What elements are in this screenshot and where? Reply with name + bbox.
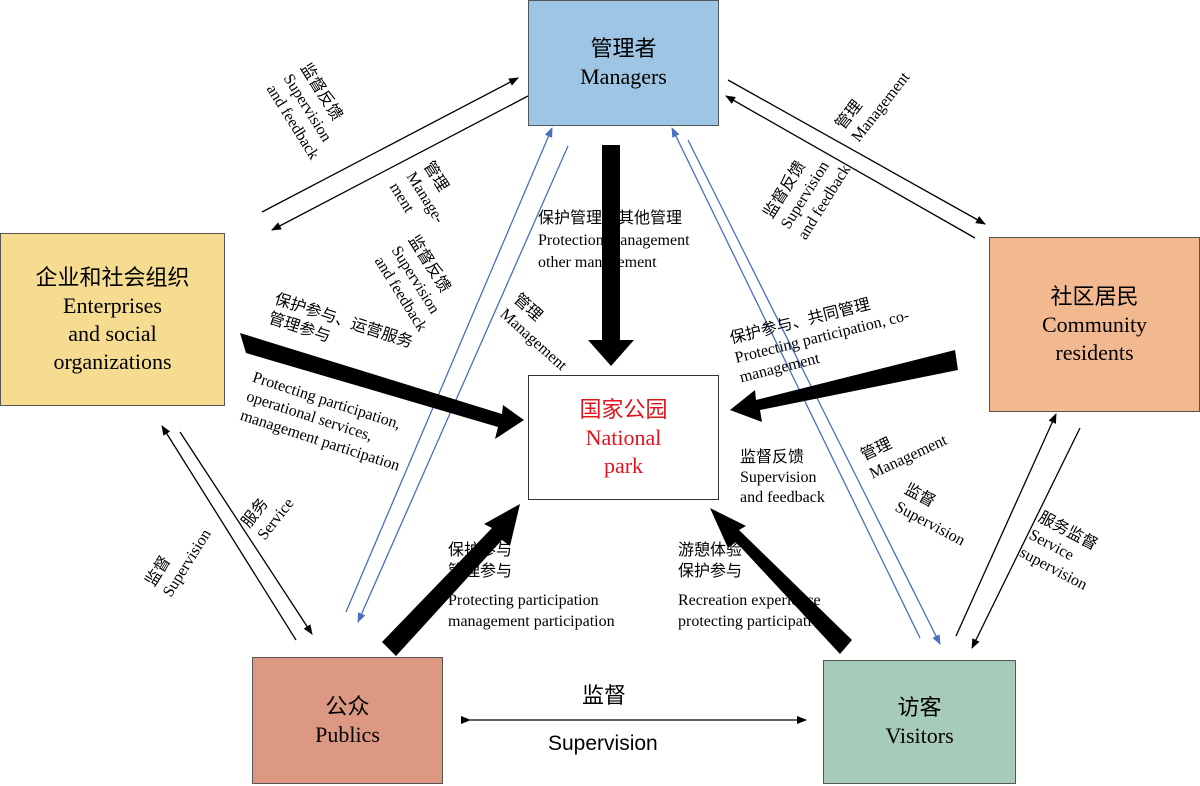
label-line: protecting participation: [678, 613, 828, 630]
label-line: 保护参与: [448, 542, 513, 559]
arrow-managers-to-enterprises: [271, 95, 529, 231]
thick-arrow-community-to-park: [730, 350, 958, 422]
label-managers-park: 保护管理、其他管理 Protection management other ma…: [538, 208, 690, 274]
thick-arrow-visitors-to-park: [710, 508, 852, 654]
node-enterprises-en2: and social: [68, 320, 157, 346]
label-visitors-park: 游憩体验 保护参与 Recreation experience protecti…: [678, 540, 828, 632]
arrow-enterprises-to-managers: [261, 77, 519, 213]
node-visitors: 访客 Visitors: [823, 660, 1016, 784]
arrow-managers-to-community: [727, 79, 986, 225]
node-park-zh: 国家公园: [579, 396, 668, 422]
label-line: 游憩体验: [678, 542, 743, 559]
node-publics: 公众 Publics: [252, 657, 443, 784]
label-visitors-managers-supervision: 监督反馈 Supervision and feedback: [740, 448, 825, 508]
arrow-publics-to-managers: [345, 127, 553, 613]
node-visitors-en: Visitors: [885, 723, 954, 748]
thick-arrow-publics-to-park: [382, 504, 520, 656]
label-line: Recreation experience: [678, 592, 821, 609]
node-managers-en: Managers: [580, 64, 667, 89]
thick-arrow-enterprises-to-park: [240, 333, 524, 439]
node-publics-en: Publics: [315, 721, 380, 747]
node-community: 社区居民 Community residents: [989, 237, 1200, 412]
node-community-en1: Community: [1041, 311, 1148, 337]
label-line: Protection management: [538, 232, 690, 249]
arrow-enterprises-to-publics: [179, 431, 313, 635]
node-managers: 管理者 Managers: [528, 0, 719, 126]
node-national-park: 国家公园 National park: [528, 375, 719, 500]
label-line: other management: [538, 254, 657, 271]
label-line: 监督反馈: [740, 449, 805, 466]
node-community-zh: 社区居民: [1050, 283, 1139, 309]
label-publics-park: 保护参与 管理参与 Protecting participation manag…: [448, 540, 615, 632]
node-enterprises: 企业和社会组织 Enterprises and social organizat…: [0, 233, 225, 406]
arrow-publics-to-enterprises: [161, 425, 297, 641]
node-enterprises-zh: 企业和社会组织: [35, 264, 190, 290]
label-line: 保护参与: [678, 563, 743, 580]
label-line: 管理参与: [448, 563, 513, 580]
node-visitors-zh: 访客: [897, 695, 942, 720]
label-publics-visitors-en: Supervision: [548, 732, 658, 755]
label-line: Supervision: [740, 469, 817, 486]
node-park-en1: National: [585, 424, 662, 450]
label-publics-visitors-zh: 监督: [582, 683, 627, 708]
node-enterprises-en1: Enterprises: [63, 292, 162, 318]
arrow-visitors-to-community: [955, 413, 1057, 637]
arrow-community-to-managers: [725, 95, 976, 239]
node-managers-zh: 管理者: [590, 36, 657, 61]
label-line: 保护管理、其他管理: [538, 210, 683, 227]
arrow-community-to-visitors: [971, 427, 1081, 649]
node-community-en2: residents: [1055, 339, 1134, 365]
thick-arrow-managers-to-park: [588, 145, 634, 366]
node-enterprises-en3: organizations: [53, 348, 172, 374]
label-line: management participation: [448, 613, 615, 630]
label-line: and feedback: [740, 489, 825, 506]
arrow-managers-to-publics: [357, 145, 569, 623]
node-publics-zh: 公众: [325, 693, 370, 719]
arrow-visitors-to-managers: [671, 127, 921, 639]
label-line: Protecting participation: [448, 592, 599, 609]
node-park-en2: park: [603, 452, 644, 478]
